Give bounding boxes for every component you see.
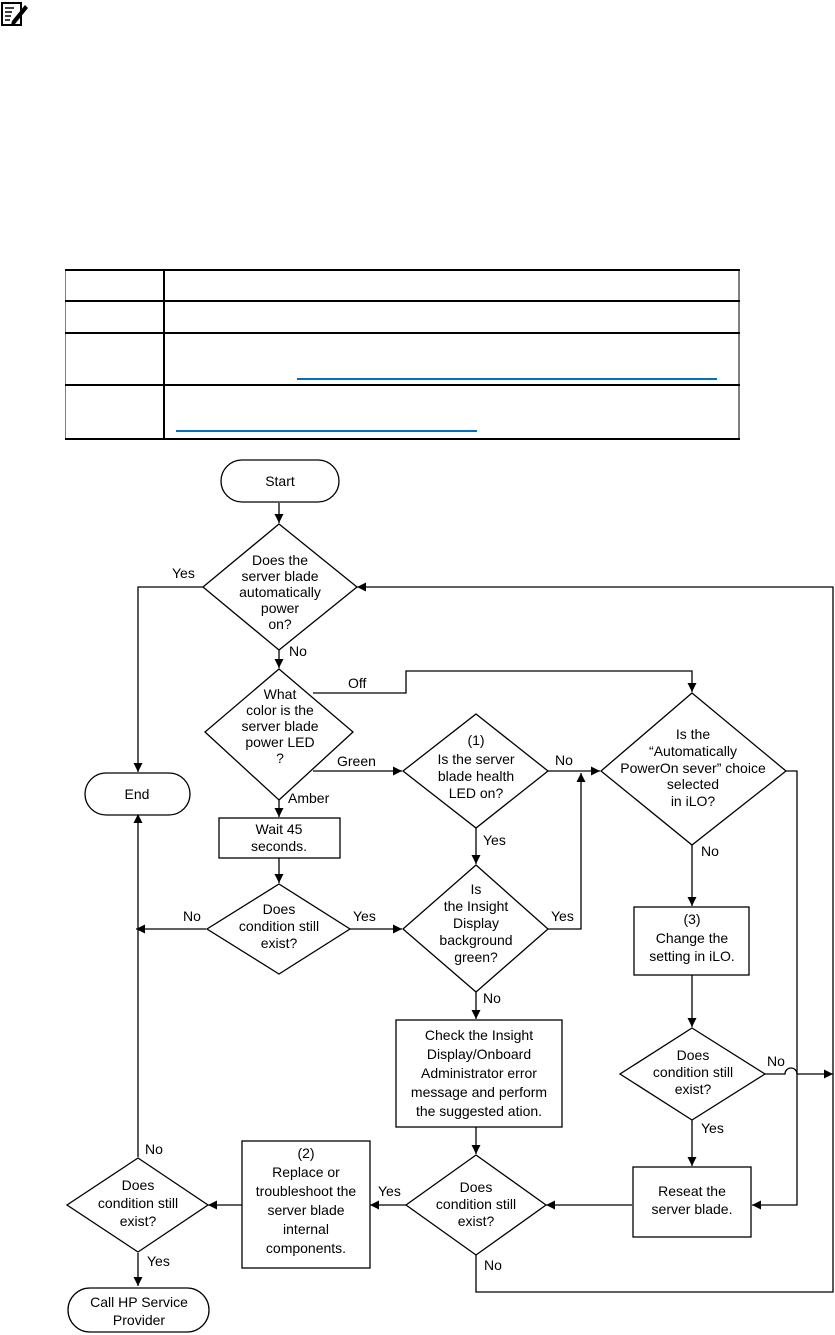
- auto-power-line-1: Does the: [252, 552, 308, 568]
- ilo-choice-line-3: PowerOn sever” choice: [620, 760, 766, 776]
- call-hp-terminal: [67, 1287, 210, 1333]
- edge-label-no-cond1: No: [183, 908, 201, 924]
- start-label: Start: [265, 473, 295, 489]
- led-color-line-2: color is the: [246, 702, 314, 718]
- health-led-decision: [401, 713, 550, 829]
- cond3-line-3: exist?: [458, 1213, 495, 1229]
- auto-power-line-5: on?: [268, 616, 292, 632]
- cond2-line-3: exist?: [675, 1081, 712, 1097]
- wait-line-1: Wait 45: [256, 821, 303, 837]
- cond1-line-2: condition still: [239, 918, 319, 934]
- insight-green-line-4: background: [439, 932, 512, 948]
- insight-green-line-2: the Insight: [444, 898, 509, 914]
- edge-label-no-cond3: No: [484, 1257, 502, 1273]
- condition-check-4: [65, 1157, 210, 1253]
- cond4-line-3: exist?: [120, 1213, 157, 1229]
- cond1-line-3: exist?: [261, 935, 298, 951]
- note-icon: [1, 2, 28, 26]
- reseat-line-2: server blade.: [652, 1201, 733, 1217]
- edge-label-yes-cond1: Yes: [353, 908, 376, 924]
- edge-label-green: Green: [337, 753, 376, 769]
- wait-box: [218, 817, 341, 859]
- wait-line-2: seconds.: [251, 838, 307, 854]
- ilo-choice-line-4: selected: [667, 776, 719, 792]
- edge-label-yes-auto: Yes: [172, 565, 195, 581]
- edge-label-yes-insight: Yes: [551, 908, 574, 924]
- check-insight-line-1: Check the Insight: [425, 1027, 533, 1043]
- edge-label-no-cond4: No: [145, 1141, 163, 1157]
- reference-table: [65, 269, 740, 440]
- reseat-box: [632, 1166, 752, 1238]
- edge-label-no-health: No: [555, 752, 573, 768]
- check-insight-box: [395, 1019, 563, 1128]
- troubleshooting-flowchart: Start Does the server blade automaticall…: [65, 459, 834, 1333]
- cond3-line-1: Does: [460, 1179, 493, 1195]
- cond2-line-2: condition still: [653, 1064, 733, 1080]
- replace-line-5: internal: [283, 1221, 329, 1237]
- replace-components-box: [241, 1140, 371, 1269]
- replace-line-2: Replace or: [272, 1164, 340, 1180]
- end-terminal: [84, 772, 191, 816]
- reseat-line-1: Reseat the: [658, 1183, 726, 1199]
- end-label: End: [125, 786, 150, 802]
- condition-check-3: [404, 1154, 548, 1256]
- check-insight-line-3: Administrator error: [421, 1065, 537, 1081]
- check-insight-line-4: message and perform: [411, 1084, 547, 1100]
- edge-label-no-insight: No: [483, 990, 501, 1006]
- health-led-line-4: LED on?: [449, 785, 504, 801]
- edge-label-off: Off: [348, 675, 367, 691]
- cond2-line-1: Does: [677, 1047, 710, 1063]
- led-color-line-5: ?: [276, 750, 284, 766]
- ilo-choice-decision: [599, 692, 788, 846]
- check-insight-line-5: the suggested ation.: [416, 1103, 542, 1119]
- flow-connectors: [133, 503, 834, 1293]
- replace-line-1: (2): [297, 1145, 314, 1161]
- ilo-choice-line-1: Is the: [676, 726, 710, 742]
- edge-label-amber: Amber: [288, 790, 330, 806]
- ilo-choice-line-5: in iLO?: [671, 793, 716, 809]
- insight-green-line-1: Is: [471, 881, 482, 897]
- edge-label-no-ilo: No: [701, 843, 719, 859]
- change-setting-line-1: (3): [683, 911, 700, 927]
- led-color-line-4: power LED: [245, 734, 314, 750]
- check-insight-line-2: Display/Onboard: [427, 1046, 531, 1062]
- health-led-line-3: blade health: [438, 768, 514, 784]
- condition-check-2: [618, 1027, 767, 1121]
- led-color-line-1: What: [264, 686, 297, 702]
- edge-label-yes-cond4: Yes: [147, 1253, 170, 1269]
- replace-line-4: server blade: [267, 1202, 344, 1218]
- start-terminal: [220, 459, 340, 503]
- cond4-line-2: condition still: [98, 1195, 178, 1211]
- change-setting-box: [633, 906, 750, 976]
- edge-label-yes-cond2: Yes: [701, 1120, 724, 1136]
- cond3-line-2: condition still: [436, 1196, 516, 1212]
- cond4-line-1: Does: [122, 1177, 155, 1193]
- ilo-choice-line-2: “Automatically: [649, 743, 737, 759]
- cond1-line-1: Does: [263, 901, 296, 917]
- replace-line-3: troubleshoot the: [256, 1183, 357, 1199]
- led-color-decision: [204, 668, 354, 801]
- node-labels: Start Does the server blade automaticall…: [90, 473, 766, 1328]
- edge-label-no-auto: No: [289, 643, 307, 659]
- auto-power-decision: [201, 523, 359, 651]
- call-hp-line-1: Call HP Service: [90, 1294, 188, 1310]
- auto-power-line-2: server blade: [241, 568, 318, 584]
- insight-green-decision: [402, 864, 549, 993]
- edge-label-yes-cond3: Yes: [378, 1183, 401, 1199]
- replace-line-6: components.: [266, 1240, 346, 1256]
- insight-green-line-3: Display: [453, 915, 499, 931]
- condition-check-1: [205, 883, 352, 975]
- change-setting-line-2: Change the: [656, 930, 729, 946]
- insight-green-line-5: green?: [454, 949, 498, 965]
- call-hp-line-2: Provider: [113, 1312, 165, 1328]
- led-color-line-3: server blade: [241, 718, 318, 734]
- edge-label-yes-health: Yes: [483, 832, 506, 848]
- edge-label-no-cond2: No: [767, 1053, 785, 1069]
- auto-power-line-4: power: [261, 600, 299, 616]
- health-led-line-2: Is the server: [437, 751, 514, 767]
- auto-power-line-3: automatically: [239, 584, 321, 600]
- edge-labels: Yes No Off Green Amber No Yes No No Yes …: [145, 565, 785, 1273]
- change-setting-line-3: setting in iLO.: [649, 948, 735, 964]
- health-led-line-1: (1): [467, 732, 484, 748]
